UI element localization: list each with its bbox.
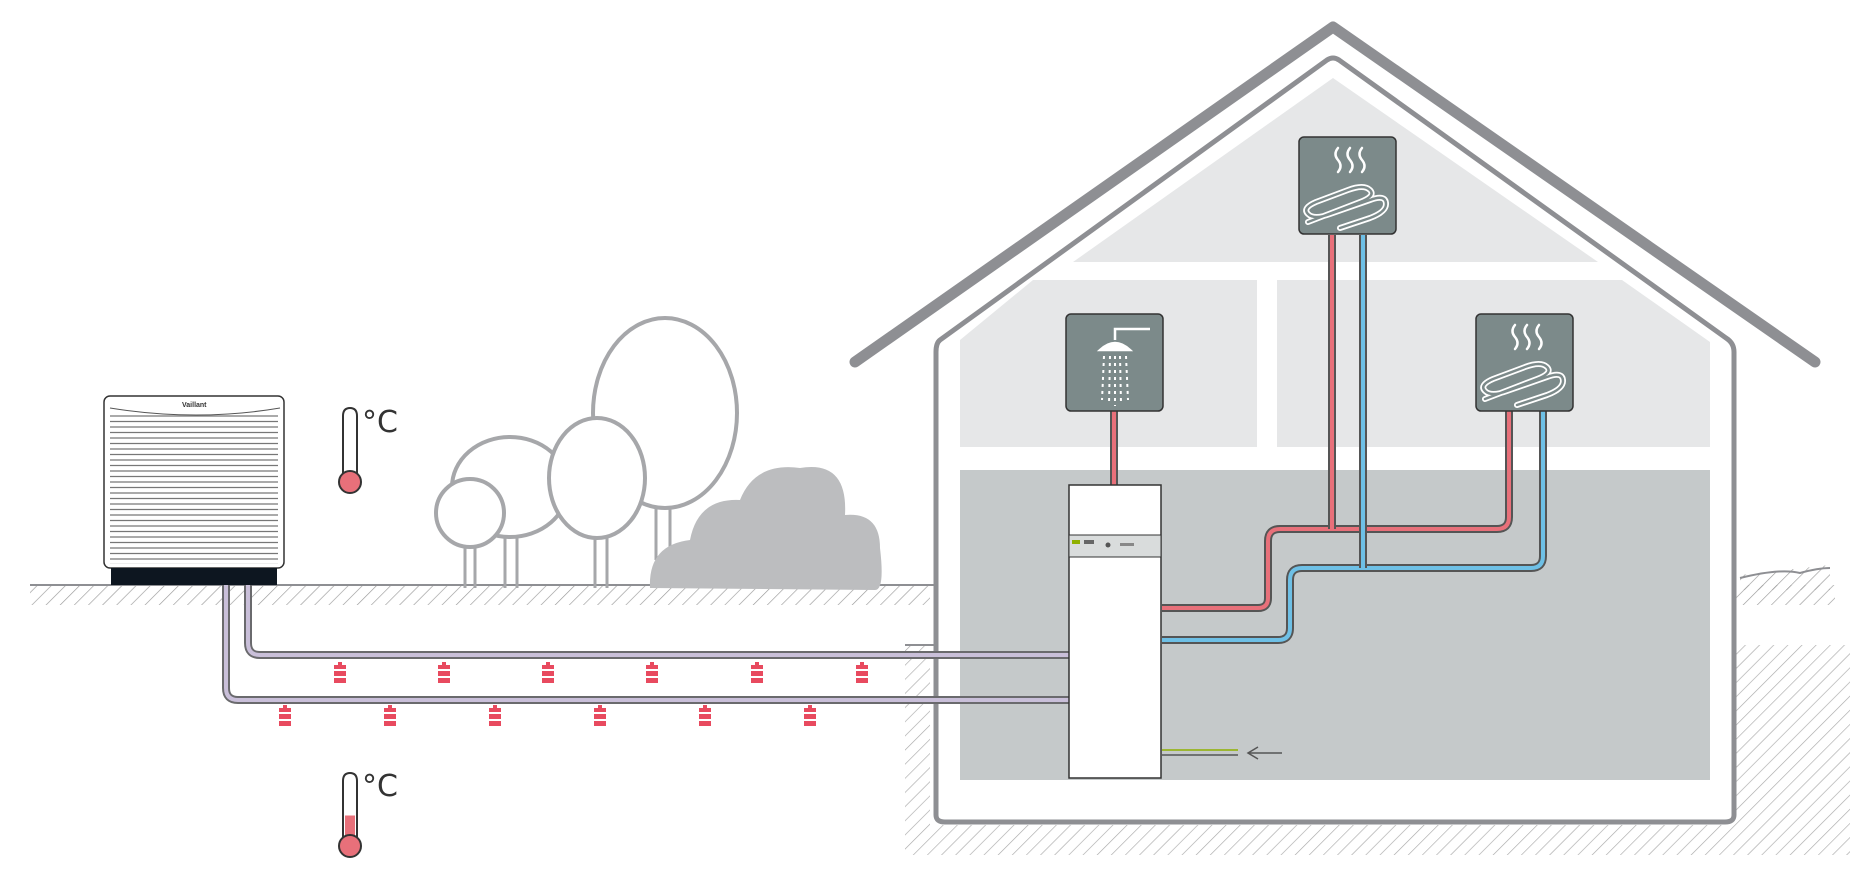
outdoor-unit-grill xyxy=(110,415,278,564)
brand-label: Vaillant xyxy=(182,402,207,409)
outdoor-heat-pump-unit: Vaillant xyxy=(103,395,285,585)
tree-crown xyxy=(547,416,647,540)
flow-pipes xyxy=(1110,235,1513,612)
shower-icon xyxy=(1096,327,1150,406)
bush xyxy=(649,466,882,590)
heat-marker xyxy=(804,705,816,726)
ground-line-right xyxy=(1739,567,1831,579)
thermometer-icon xyxy=(338,771,362,858)
thermometer-icon xyxy=(338,406,362,494)
ground-heat-markers xyxy=(279,662,868,726)
floor-heating-panel-attic xyxy=(1298,136,1397,235)
floor-heating-panel-upper-right xyxy=(1475,313,1574,412)
brine-pipes xyxy=(222,578,1074,704)
heat-marker xyxy=(334,662,346,683)
shower-panel xyxy=(1065,313,1164,412)
heat-marker xyxy=(279,705,291,726)
heat-marker xyxy=(856,662,868,683)
emitter-panels xyxy=(1065,136,1574,412)
indicator-arrow xyxy=(1162,746,1282,760)
heat-marker xyxy=(751,662,763,683)
heat-marker xyxy=(438,662,450,683)
underfloor-heating-icon xyxy=(1480,323,1567,408)
heating-pipes xyxy=(1110,235,1547,644)
thermometer-level xyxy=(345,815,355,847)
tree-crown xyxy=(434,477,506,549)
heat-marker xyxy=(384,705,396,726)
ground-thermometer: °C xyxy=(338,769,398,858)
heat-marker xyxy=(542,662,554,683)
air-thermometer: °C xyxy=(338,405,398,494)
heat-marker xyxy=(646,662,658,683)
heat-marker xyxy=(489,705,501,726)
ground-temperature-unit: °C xyxy=(362,769,398,804)
heat-marker xyxy=(594,705,606,726)
return-pipes xyxy=(1162,235,1547,644)
underfloor-heating-icon xyxy=(1303,146,1390,231)
heat-marker xyxy=(699,705,711,726)
air-temperature-unit: °C xyxy=(362,405,398,440)
indoor-heat-pump-unit xyxy=(1068,484,1282,779)
control-panel xyxy=(1068,534,1162,558)
outdoor-unit-base xyxy=(111,568,277,585)
house-roof xyxy=(849,21,1821,368)
trees xyxy=(434,316,882,590)
